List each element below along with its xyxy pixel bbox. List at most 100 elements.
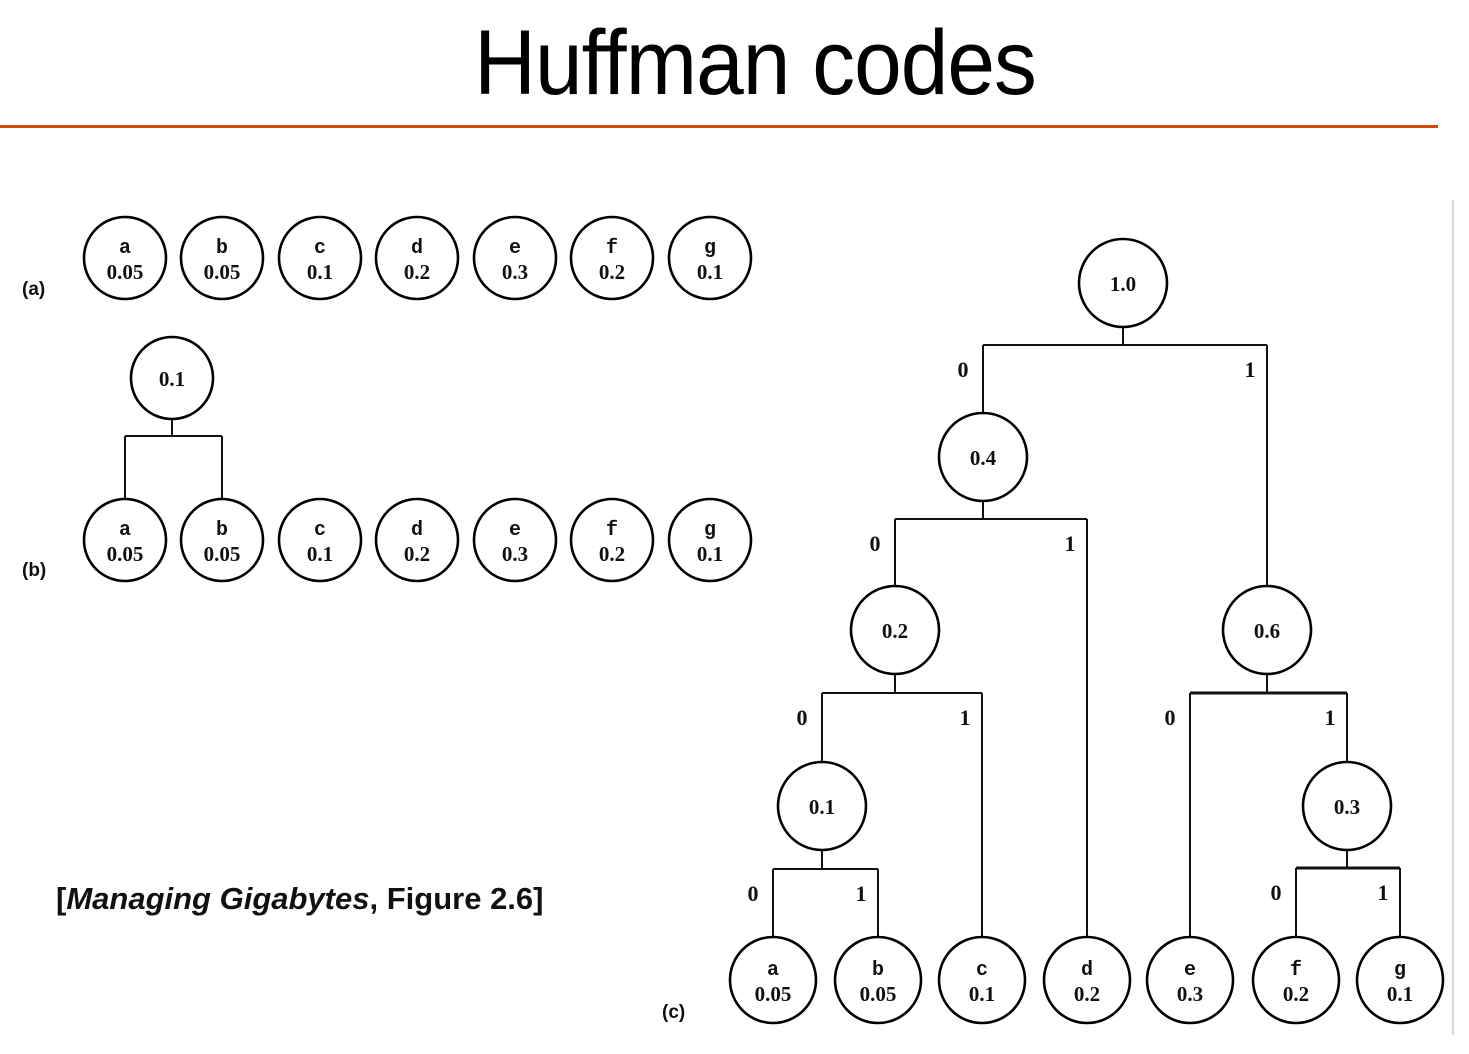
node-probability: 0.1 (307, 260, 333, 284)
tree-leaf-a: a0.05 (728, 935, 818, 1025)
node-circle (374, 497, 460, 583)
node-circle (569, 215, 655, 301)
node-circle (849, 584, 941, 676)
caption-suffix: , Figure 2.6] (369, 881, 544, 916)
node-symbol: f (1290, 959, 1302, 982)
node-circle (937, 411, 1029, 503)
internal-node-n10: 1.0 (1077, 237, 1169, 329)
node-circle (179, 497, 265, 583)
node-symbol: g (704, 519, 716, 542)
node-circle (1145, 935, 1235, 1025)
leaf-node-b: b0.05 (179, 215, 265, 301)
internal-node-n04: 0.4 (937, 411, 1029, 503)
node-symbol: b (872, 959, 884, 982)
leaf-node-a: a0.05 (82, 497, 168, 583)
merged-node: 0.1 (129, 335, 215, 421)
tree-leaf-e: e0.3 (1145, 935, 1235, 1025)
node-probability: 0.2 (404, 260, 430, 284)
node-symbol: b (216, 237, 228, 260)
node-circle (1221, 584, 1313, 676)
node-probability: 0.6 (1254, 619, 1280, 643)
node-symbol: f (606, 519, 618, 542)
node-probability: 0.2 (404, 542, 430, 566)
node-circle (472, 497, 558, 583)
node-probability: 0.05 (860, 982, 897, 1006)
node-probability: 0.2 (1074, 982, 1100, 1006)
node-probability: 0.05 (107, 542, 144, 566)
node-probability: 0.1 (159, 367, 185, 391)
node-probability: 0.3 (502, 260, 528, 284)
internal-node-n06: 0.6 (1221, 584, 1313, 676)
node-symbol: d (1081, 959, 1093, 982)
node-circle (1355, 935, 1445, 1025)
right-border-line (1452, 200, 1454, 1035)
tree-leaf-b: b0.05 (833, 935, 923, 1025)
node-circle (179, 215, 265, 301)
node-probability: 0.05 (204, 542, 241, 566)
tree-leaf-d: d0.2 (1042, 935, 1132, 1025)
node-symbol: a (119, 237, 131, 260)
leaf-node-d: d0.2 (374, 497, 460, 583)
node-symbol: b (216, 519, 228, 542)
figure-caption: [Managing Gigabytes, Figure 2.6] (56, 881, 543, 917)
node-circle (833, 935, 923, 1025)
node-symbol: g (1394, 959, 1406, 982)
tree-leaf-g: g0.1 (1355, 935, 1445, 1025)
node-symbol: c (314, 519, 326, 542)
node-symbol: e (509, 519, 521, 542)
panel-label-a: (a) (22, 279, 45, 300)
leaf-node-a: a0.05 (82, 215, 168, 301)
node-probability: 0.1 (307, 542, 333, 566)
node-probability: 0.3 (502, 542, 528, 566)
internal-node-n02: 0.2 (849, 584, 941, 676)
caption-book-title: Managing Gigabytes (66, 881, 370, 916)
node-circle (1251, 935, 1341, 1025)
bit-label-one: 1 (856, 881, 867, 906)
node-probability: 0.1 (1387, 982, 1413, 1006)
caption-prefix: [ (56, 881, 67, 916)
node-symbol: e (1184, 959, 1196, 982)
slide-title: Huffman codes (474, 12, 1037, 114)
leaf-node-e: e0.3 (472, 497, 558, 583)
internal-node-n01: 0.1 (776, 760, 868, 852)
node-circle (129, 335, 215, 421)
bit-label-zero: 0 (1165, 705, 1176, 730)
panel-label-c: (c) (662, 1002, 685, 1023)
node-circle (1077, 237, 1169, 329)
bit-label-zero: 0 (797, 705, 808, 730)
node-probability: 0.1 (809, 795, 835, 819)
leaf-node-e: e0.3 (472, 215, 558, 301)
node-probability: 0.1 (697, 542, 723, 566)
node-probability: 0.2 (882, 619, 908, 643)
panel-label-b: (b) (22, 560, 46, 581)
node-probability: 0.2 (1283, 982, 1309, 1006)
leaf-node-f: f0.2 (569, 215, 655, 301)
node-probability: 0.05 (755, 982, 792, 1006)
leaf-node-c: c0.1 (277, 215, 363, 301)
bit-label-zero: 0 (958, 357, 969, 382)
node-circle (82, 215, 168, 301)
node-probability: 0.2 (599, 542, 625, 566)
title-underline (0, 125, 1438, 128)
node-circle (569, 497, 655, 583)
bit-label-zero: 0 (1271, 880, 1282, 905)
node-probability: 0.1 (969, 982, 995, 1006)
leaf-node-f: f0.2 (569, 497, 655, 583)
internal-node-n03: 0.3 (1301, 760, 1393, 852)
leaf-node-c: c0.1 (277, 497, 363, 583)
node-circle (277, 215, 363, 301)
node-symbol: f (606, 237, 618, 260)
node-symbol: a (119, 519, 131, 542)
node-symbol: d (411, 519, 423, 542)
node-symbol: c (976, 959, 988, 982)
node-probability: 0.4 (970, 446, 997, 470)
leaf-node-g: g0.1 (667, 215, 753, 301)
bit-label-one: 1 (960, 705, 971, 730)
node-probability: 0.1 (697, 260, 723, 284)
node-symbol: e (509, 237, 521, 260)
node-circle (374, 215, 460, 301)
node-probability: 0.05 (107, 260, 144, 284)
node-probability: 0.3 (1177, 982, 1203, 1006)
node-circle (728, 935, 818, 1025)
